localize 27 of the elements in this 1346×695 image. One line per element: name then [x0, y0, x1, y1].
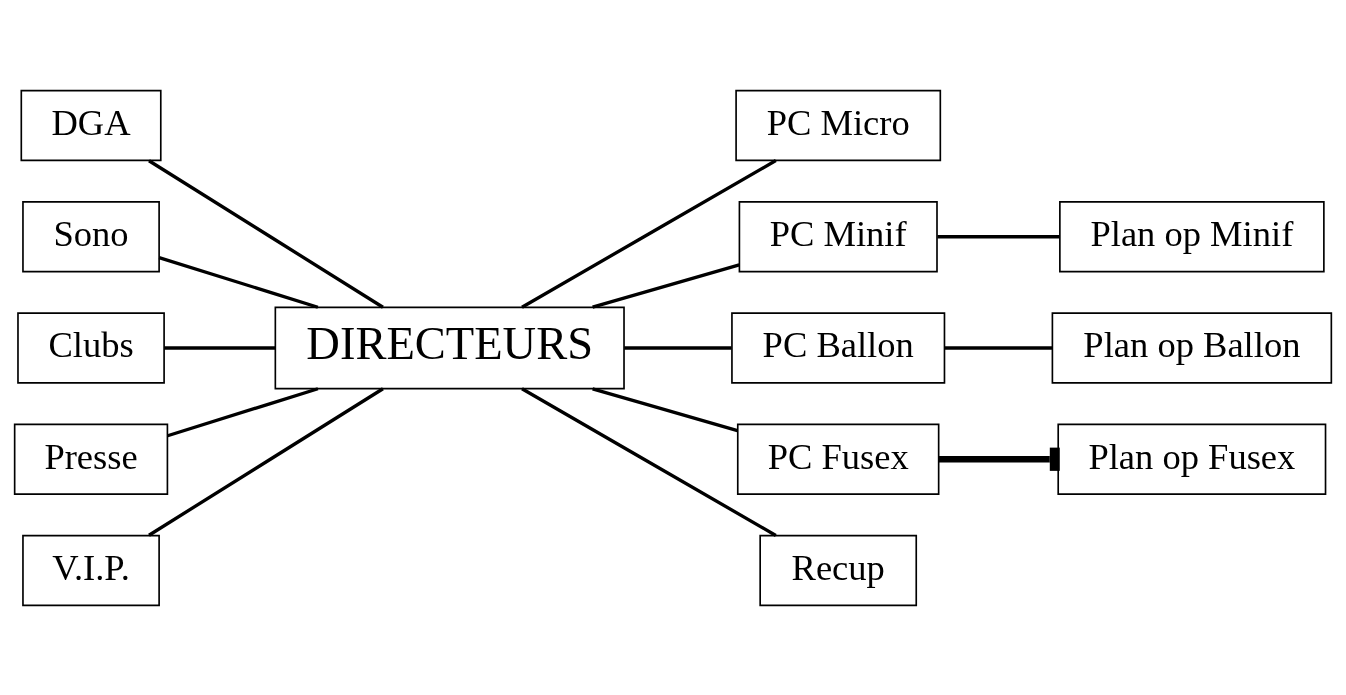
connector	[592, 262, 740, 309]
connector	[158, 255, 319, 309]
node-box: Presse	[13, 423, 169, 495]
connector	[164, 345, 276, 350]
node-box: DIRECTEURS	[274, 306, 625, 389]
connector	[148, 158, 384, 309]
connector	[624, 345, 732, 350]
node-box: PC Micro	[735, 89, 942, 161]
node-box: DGA	[20, 89, 162, 161]
connector	[944, 345, 1053, 350]
node-box: Plan op Ballon	[1051, 311, 1333, 384]
node-box: PC Minif	[738, 200, 938, 272]
node-box: PC Fusex	[736, 423, 940, 495]
connector	[938, 447, 1060, 471]
connector	[521, 386, 777, 537]
connector	[521, 158, 777, 309]
node-box: PC Ballon	[731, 311, 946, 384]
connector	[592, 386, 738, 432]
node-box: Sono	[22, 200, 160, 272]
node-box: Recup	[759, 534, 918, 606]
connector	[167, 386, 319, 437]
node-box: Plan op Minif	[1059, 200, 1325, 272]
node-box: Clubs	[17, 311, 165, 384]
node-box: Plan op Fusex	[1057, 423, 1327, 495]
connector	[937, 234, 1060, 238]
connector	[148, 386, 384, 537]
node-box: V.I.P.	[22, 534, 160, 606]
